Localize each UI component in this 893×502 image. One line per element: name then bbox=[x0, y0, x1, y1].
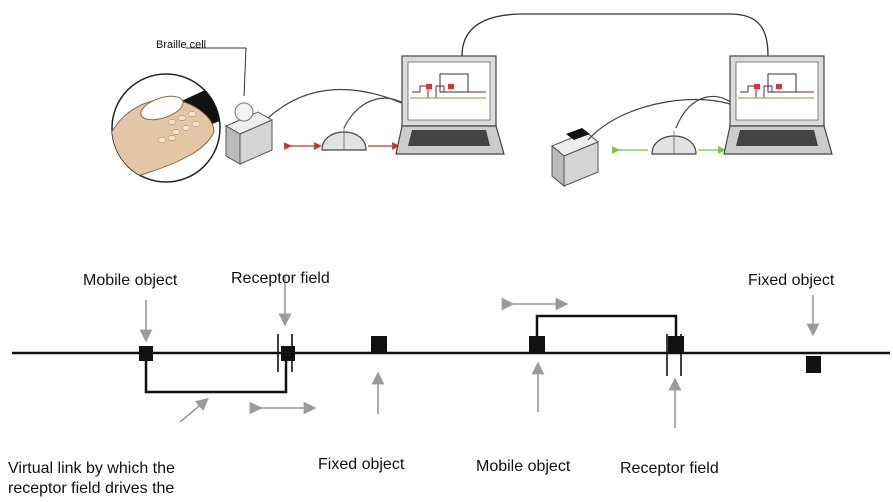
label-virtual-link-line1: Virtual link by which the bbox=[8, 460, 175, 477]
laptop-right bbox=[723, 55, 833, 155]
label-virtual-link-line2: receptor field drives the bbox=[8, 480, 175, 497]
mobile-object-left bbox=[139, 346, 153, 361]
receptor-field-bracket-right bbox=[666, 334, 682, 376]
mobile-object-center bbox=[529, 336, 545, 352]
fixed-object-center bbox=[371, 336, 387, 352]
network-cable bbox=[461, 13, 769, 57]
label-fixed-object-right: Fixed object bbox=[748, 272, 835, 289]
receptor-object-left bbox=[281, 346, 295, 361]
braille-device-right bbox=[551, 128, 599, 188]
laptop-left bbox=[395, 55, 505, 155]
fixed-object-right bbox=[806, 356, 821, 373]
label-fixed-object-center: Fixed object bbox=[318, 456, 405, 473]
virtual-link-left bbox=[144, 361, 288, 394]
mouse-right bbox=[612, 131, 726, 155]
virtual-link-right bbox=[535, 314, 678, 336]
arrow-virtual-link bbox=[179, 397, 209, 423]
label-receptor-field-left: Receptor field bbox=[231, 271, 330, 287]
label-mobile-object-left: Mobile object bbox=[83, 272, 178, 289]
receptor-field-bracket-left bbox=[277, 334, 293, 372]
label-mobile-object-center: Mobile object bbox=[476, 458, 571, 475]
label-receptor-field-right: Receptor field bbox=[620, 461, 719, 476]
braille-device-left bbox=[224, 102, 274, 165]
braille-cell-label: Braille cell bbox=[156, 39, 207, 51]
finger-magnifier bbox=[111, 73, 221, 183]
receptor-object-right bbox=[668, 336, 684, 352]
mouse-left bbox=[284, 127, 400, 151]
